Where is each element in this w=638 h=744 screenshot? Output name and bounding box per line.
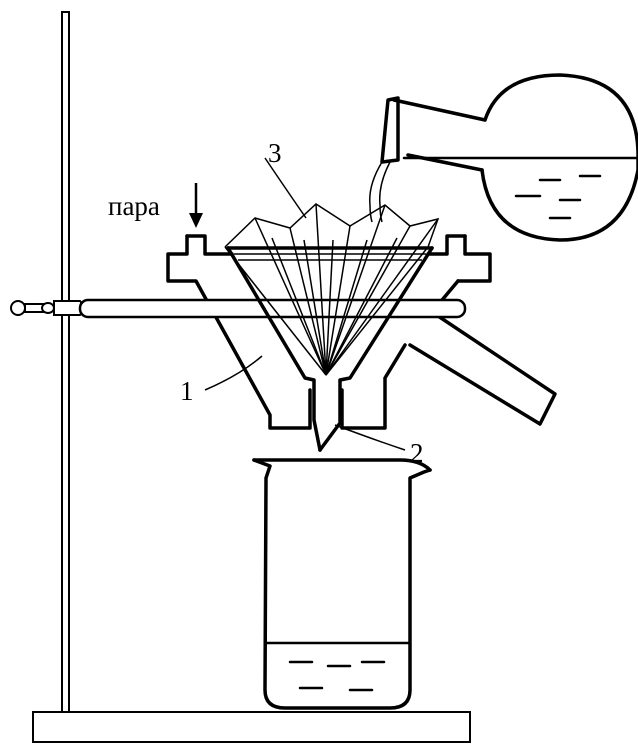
stand-rod <box>61 11 70 713</box>
label-funnel: 2 <box>410 438 424 468</box>
beaker <box>252 458 432 710</box>
clamp-rod <box>78 298 467 319</box>
label-steam: пара <box>108 191 160 221</box>
steam-jacket <box>166 234 557 430</box>
stand-base <box>32 711 471 743</box>
leader-lines <box>204 157 406 451</box>
steam-arrow-icon <box>189 183 203 228</box>
label-jacket: 1 <box>180 376 194 406</box>
flask <box>369 73 638 242</box>
label-filter: 3 <box>268 138 282 168</box>
fluted-filter-paper <box>224 203 440 376</box>
clamp-holder <box>10 300 84 316</box>
